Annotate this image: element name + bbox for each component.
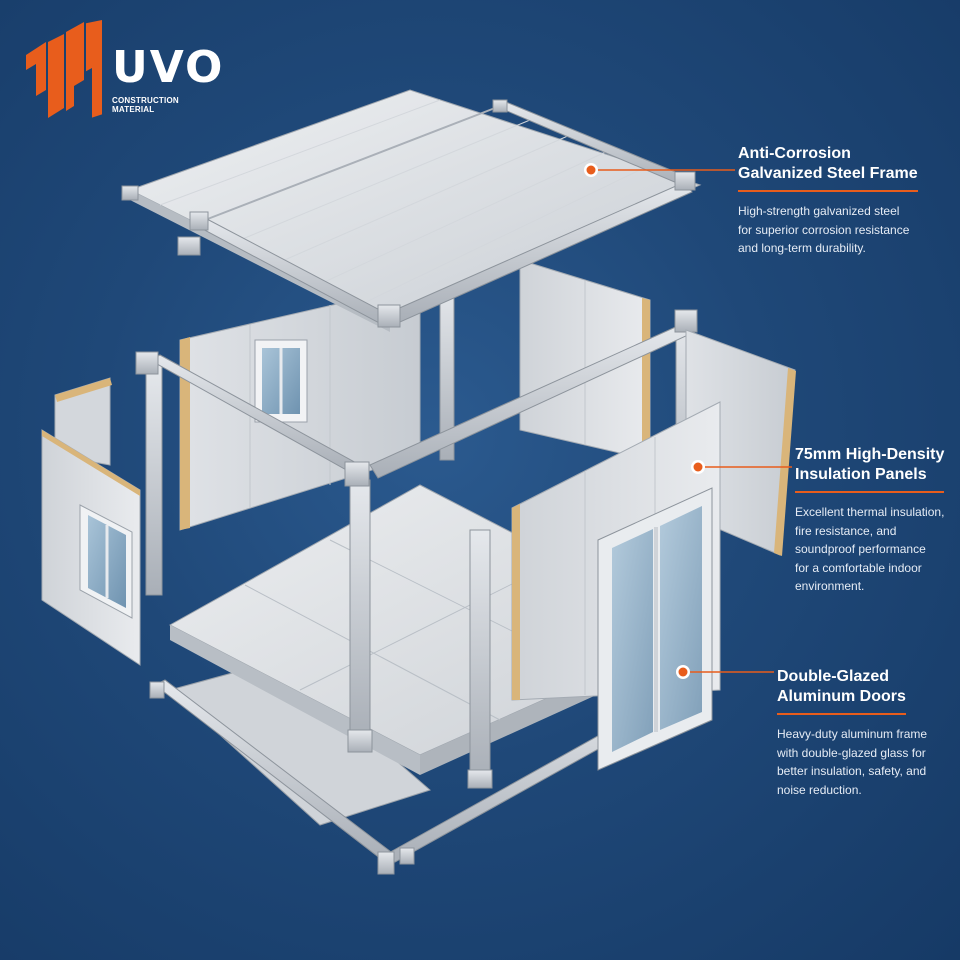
callout-pointers	[584, 163, 792, 679]
brand-logo: UVO CONSTRUCTION MATERIAL	[26, 20, 222, 130]
callout-body-line: noise reduction.	[777, 782, 862, 797]
callout-body-line: High-strength galvanized steel	[738, 204, 900, 218]
roof-frame	[121, 99, 696, 328]
callout-description: Excellent thermal insulation, fire resis…	[795, 503, 955, 596]
callout-title: Anti-Corrosion Galvanized Steel Frame	[738, 144, 918, 192]
callout-title-line: Double-Glazed	[777, 668, 890, 685]
callout-body-line: fire resistance, and	[795, 523, 897, 538]
back-right-wall-panel	[519, 259, 651, 461]
callout-body-line: Heavy-duty aluminum frame	[777, 727, 928, 741]
callout-title-line: Aluminum Doors	[777, 688, 906, 705]
brand-subtitle-line1: CONSTRUCTION	[112, 96, 179, 105]
callout-body-line: for superior corrosion resistance	[738, 222, 910, 237]
callout-title: 75mm High-Density Insulation Panels	[795, 445, 945, 493]
callout-title-line: Insulation Panels	[795, 466, 927, 483]
callout-body-line: for a comfortable indoor	[795, 560, 922, 575]
callout-steel-frame: Anti-Corrosion Galvanized Steel Frame Hi…	[738, 144, 943, 258]
callout-body-line: and long-term durability.	[738, 241, 866, 255]
callout-body-line: environment.	[795, 579, 865, 593]
callout-description: High-strength galvanized steel for super…	[738, 202, 943, 258]
callout-body-line: Excellent thermal insulation,	[795, 505, 945, 519]
callout-body-line: better insulation, safety, and	[777, 764, 927, 778]
callout-body-line: soundproof performance	[795, 542, 926, 556]
brand-name: UVO	[112, 42, 225, 93]
uvo-logo-mark-icon	[26, 20, 102, 118]
middle-frame	[135, 309, 698, 789]
callout-title: Double-Glazed Aluminum Doors	[777, 667, 906, 715]
callout-title-line: Galvanized Steel Frame	[738, 165, 918, 182]
callout-body-line: with double-glazed glass for	[777, 745, 926, 760]
aluminum-door	[597, 487, 713, 771]
callout-insulation-panels: 75mm High-Density Insulation Panels Exce…	[795, 445, 955, 596]
left-wall-panels	[41, 377, 141, 666]
callout-aluminum-doors: Double-Glazed Aluminum Doors Heavy-duty …	[777, 667, 957, 799]
brand-subtitle: CONSTRUCTION MATERIAL	[112, 96, 212, 114]
brand-subtitle-line2: MATERIAL	[112, 105, 155, 114]
callout-description: Heavy-duty aluminum frame with double-gl…	[777, 725, 957, 799]
callout-title-line: Anti-Corrosion	[738, 145, 851, 162]
callout-title-line: 75mm High-Density	[795, 446, 945, 463]
